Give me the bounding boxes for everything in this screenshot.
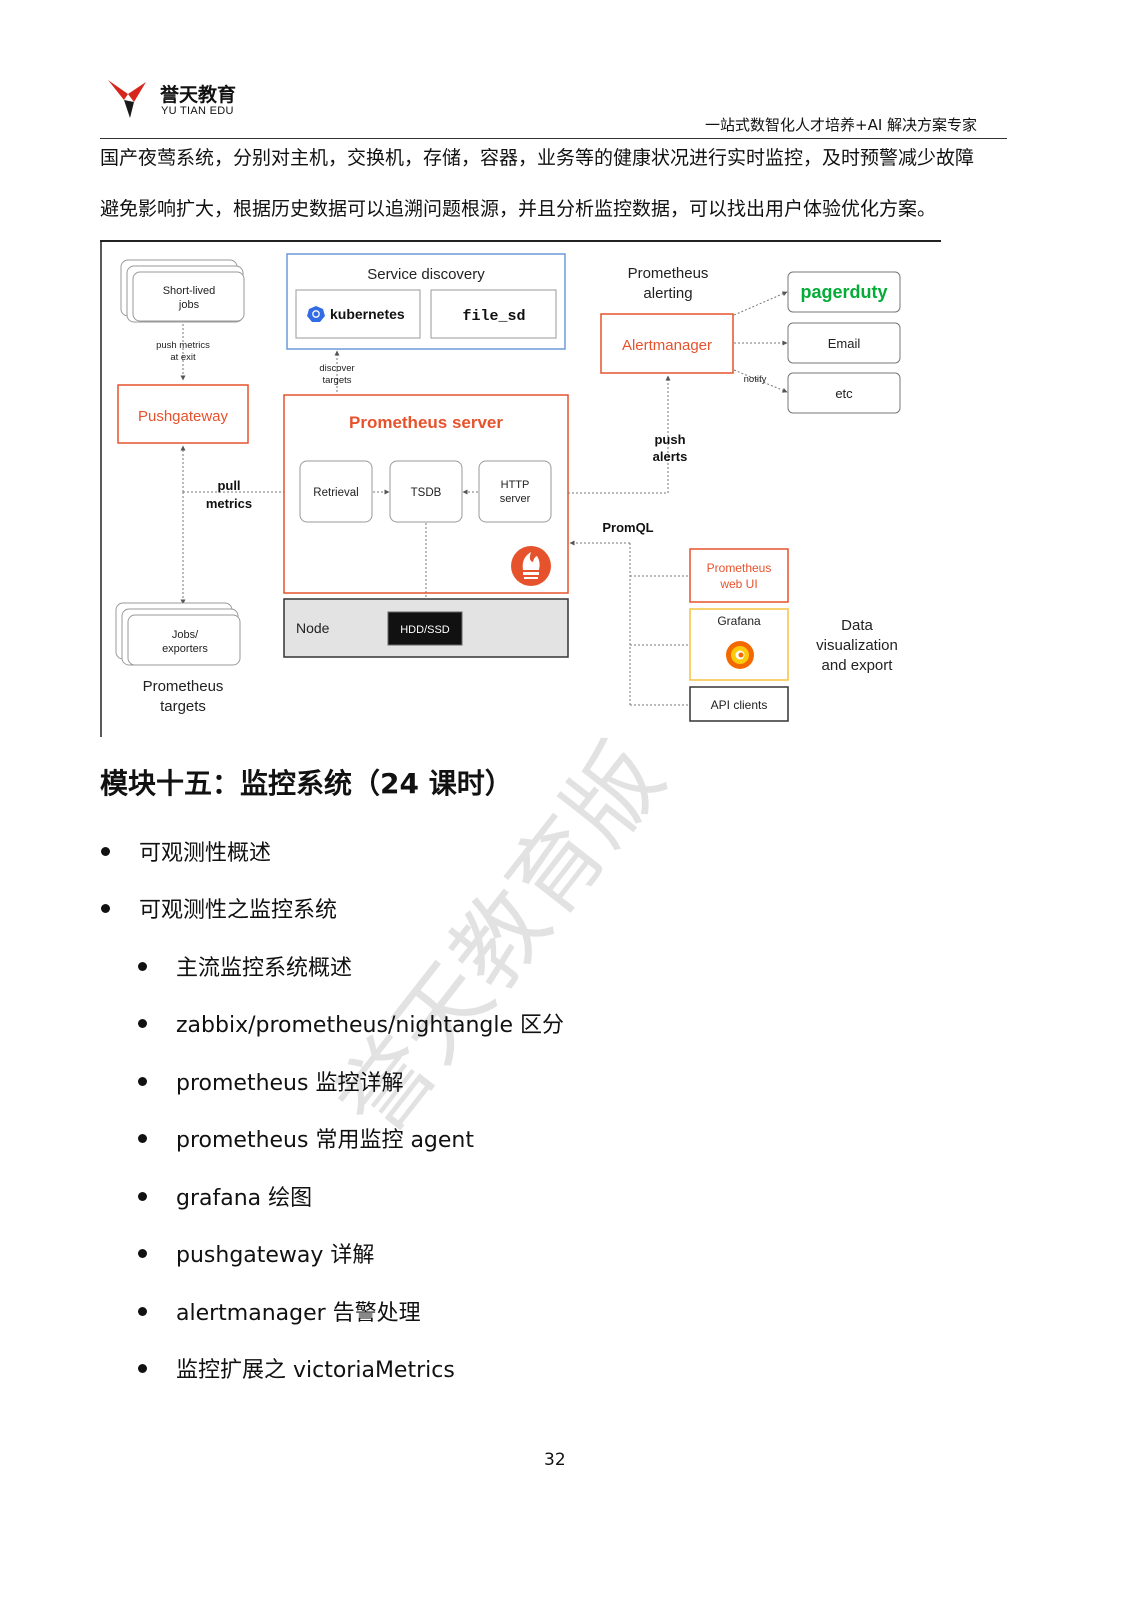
header-slogan: 一站式数智化人才培养+AI 解决方案专家 bbox=[705, 116, 978, 134]
pagerduty-label: pagerduty bbox=[800, 282, 887, 302]
short-lived-label-2: jobs bbox=[178, 299, 200, 311]
intro-line-1: 国产夜莺系统，分别对主机，交换机，存储，容器，业务等的健康状况进行实时监控，及时… bbox=[100, 147, 975, 169]
alertmanager-label: Alertmanager bbox=[622, 337, 712, 354]
list-item: 可观测性概述 bbox=[101, 835, 271, 867]
email-label: Email bbox=[828, 336, 861, 351]
tsdb-label: TSDB bbox=[411, 487, 442, 499]
jobs-exporters-box: Jobs/ exporters bbox=[115, 602, 241, 666]
list-item-label: pushgateway 详解 bbox=[176, 1243, 375, 1268]
list-item-label: 可观测性概述 bbox=[139, 841, 272, 866]
bullet-icon bbox=[101, 846, 110, 856]
notify-label: notify bbox=[744, 374, 767, 385]
http-server-label-2: server bbox=[500, 493, 531, 505]
bullet-icon bbox=[138, 961, 147, 971]
prometheus-alerting-label-1: Prometheus bbox=[628, 265, 709, 282]
web-ui-label-1: Prometheus bbox=[707, 561, 772, 575]
pagerduty-box bbox=[787, 271, 901, 313]
yutian-logo-icon bbox=[108, 80, 146, 118]
jobs-label-2: exporters bbox=[162, 643, 208, 655]
list-item: pushgateway 详解 bbox=[138, 1237, 374, 1269]
bullet-icon bbox=[138, 1191, 147, 1201]
brand-logo bbox=[106, 76, 150, 120]
list-item: prometheus 常用监控 agent bbox=[138, 1122, 474, 1154]
list-item: grafana 绘图 bbox=[138, 1180, 312, 1212]
push-alerts-label-2: alerts bbox=[653, 449, 688, 464]
kubernetes-icon bbox=[307, 306, 325, 322]
prometheus-architecture-diagram: Short-lived jobs push metrics at exit Pu… bbox=[100, 240, 941, 737]
page-number: 32 bbox=[544, 1450, 566, 1470]
file-sd-label: file_sd bbox=[462, 308, 525, 325]
short-lived-label-1: Short-lived bbox=[163, 285, 216, 297]
pull-metrics-label-1: pull bbox=[217, 478, 240, 493]
jobs-label-1: Jobs/ bbox=[172, 629, 199, 641]
retrieval-label: Retrieval bbox=[313, 487, 358, 499]
data-viz-label-1: Data bbox=[841, 617, 873, 634]
list-item: 监控扩展之 victoriaMetrics bbox=[138, 1352, 455, 1384]
prometheus-alerting-label-2: alerting bbox=[643, 285, 692, 302]
short-lived-jobs-box: Short-lived jobs bbox=[120, 259, 245, 323]
prometheus-web-ui-box bbox=[689, 548, 789, 603]
pushgateway-box bbox=[117, 384, 249, 444]
grafana-logo-icon bbox=[726, 641, 754, 669]
list-item-label: zabbix/prometheus/nightangle 区分 bbox=[176, 1013, 564, 1038]
list-item: prometheus 监控详解 bbox=[138, 1065, 403, 1097]
tsdb-box bbox=[389, 460, 463, 523]
push-alerts-label-1: push bbox=[654, 432, 685, 447]
discover-targets-label-2: targets bbox=[322, 375, 351, 386]
list-item: alertmanager 告警处理 bbox=[138, 1295, 421, 1327]
etc-box bbox=[787, 372, 901, 414]
etc-label: etc bbox=[835, 386, 853, 401]
api-clients-label: API clients bbox=[711, 698, 768, 712]
list-item-label: grafana 绘图 bbox=[176, 1186, 313, 1211]
list-item-label: prometheus 常用监控 agent bbox=[176, 1128, 474, 1153]
hdd-ssd-box bbox=[387, 611, 463, 646]
promql-label: PromQL bbox=[602, 520, 653, 535]
retrieval-box bbox=[299, 460, 373, 523]
file-sd-box bbox=[430, 289, 557, 339]
intro-line-2: 避免影响扩大，根据历史数据可以追溯问题根源，并且分析监控数据，可以找出用户体验优… bbox=[100, 198, 937, 220]
alertmanager-box bbox=[600, 313, 734, 374]
web-ui-label-2: web UI bbox=[719, 577, 757, 591]
service-discovery-label: Service discovery bbox=[367, 266, 485, 283]
kubernetes-label: kubernetes bbox=[330, 306, 405, 322]
bullet-icon bbox=[138, 1248, 147, 1258]
bullet-icon bbox=[138, 1076, 147, 1086]
brand-name-en: YU TIAN EDU bbox=[161, 105, 234, 117]
bullet-icon bbox=[138, 1363, 147, 1373]
list-item: 可观测性之监控系统 bbox=[101, 892, 337, 924]
data-viz-label-2: visualization bbox=[816, 637, 898, 654]
prometheus-targets-label-2: targets bbox=[160, 698, 206, 715]
list-item-label: prometheus 监控详解 bbox=[176, 1071, 404, 1096]
email-box bbox=[787, 322, 901, 364]
http-server-label-1: HTTP bbox=[501, 479, 530, 491]
prometheus-logo-icon bbox=[511, 546, 551, 586]
list-item-label: 主流监控系统概述 bbox=[176, 956, 353, 981]
grafana-label: Grafana bbox=[717, 614, 761, 628]
list-item: zabbix/prometheus/nightangle 区分 bbox=[138, 1007, 564, 1039]
bullet-icon bbox=[138, 1133, 147, 1143]
prometheus-server-label: Prometheus server bbox=[349, 413, 503, 432]
list-item-label: 监控扩展之 victoriaMetrics bbox=[176, 1358, 455, 1383]
module-title: 模块十五：监控系统（24 课时） bbox=[100, 767, 513, 800]
bullet-icon bbox=[101, 903, 110, 913]
discover-targets-label-1: discover bbox=[319, 363, 354, 374]
data-viz-label-3: and export bbox=[822, 657, 894, 674]
list-item-label: 可观测性之监控系统 bbox=[139, 898, 338, 923]
node-label: Node bbox=[296, 620, 330, 636]
bullet-icon bbox=[138, 1306, 147, 1316]
push-metrics-label-1: push metrics bbox=[156, 340, 210, 351]
list-item-label: alertmanager 告警处理 bbox=[176, 1301, 421, 1326]
list-item: 主流监控系统概述 bbox=[138, 950, 352, 982]
prometheus-targets-label-1: Prometheus bbox=[143, 678, 224, 695]
push-metrics-label-2: at exit bbox=[170, 352, 196, 363]
hdd-ssd-label: HDD/SSD bbox=[400, 624, 450, 636]
header-rule bbox=[100, 138, 1007, 139]
brand-name-cn: 誉天教育 bbox=[160, 84, 237, 106]
pushgateway-label: Pushgateway bbox=[138, 408, 229, 425]
http-server-box bbox=[478, 460, 552, 523]
pull-metrics-label-2: metrics bbox=[206, 496, 252, 511]
bullet-icon bbox=[138, 1018, 147, 1028]
api-clients-box bbox=[689, 686, 789, 722]
